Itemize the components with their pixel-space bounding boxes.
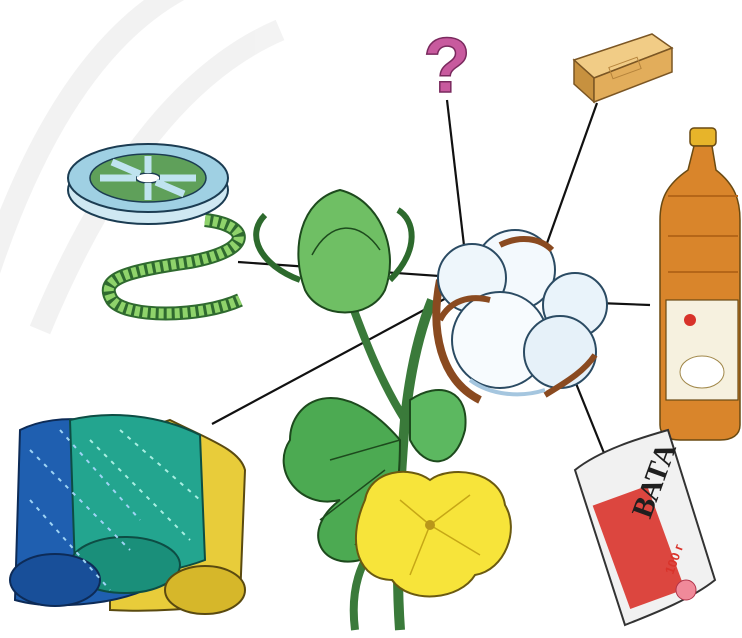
cotton-boll [436,230,607,400]
cotton-wool-pack-icon: ВАТА 100 г [575,430,715,625]
soap-bar-icon [574,34,672,102]
cotton-bud [256,190,411,313]
line-to-soap [546,103,597,246]
oil-bottle-icon [660,128,740,440]
fabric-rolls-icon [10,415,245,614]
line-to-cotton-wool [573,376,604,453]
line-to-question [447,100,465,254]
cotton-flower [356,472,511,597]
question-mark-icon: ? [423,21,471,109]
question-mark-text: ? [423,21,471,109]
